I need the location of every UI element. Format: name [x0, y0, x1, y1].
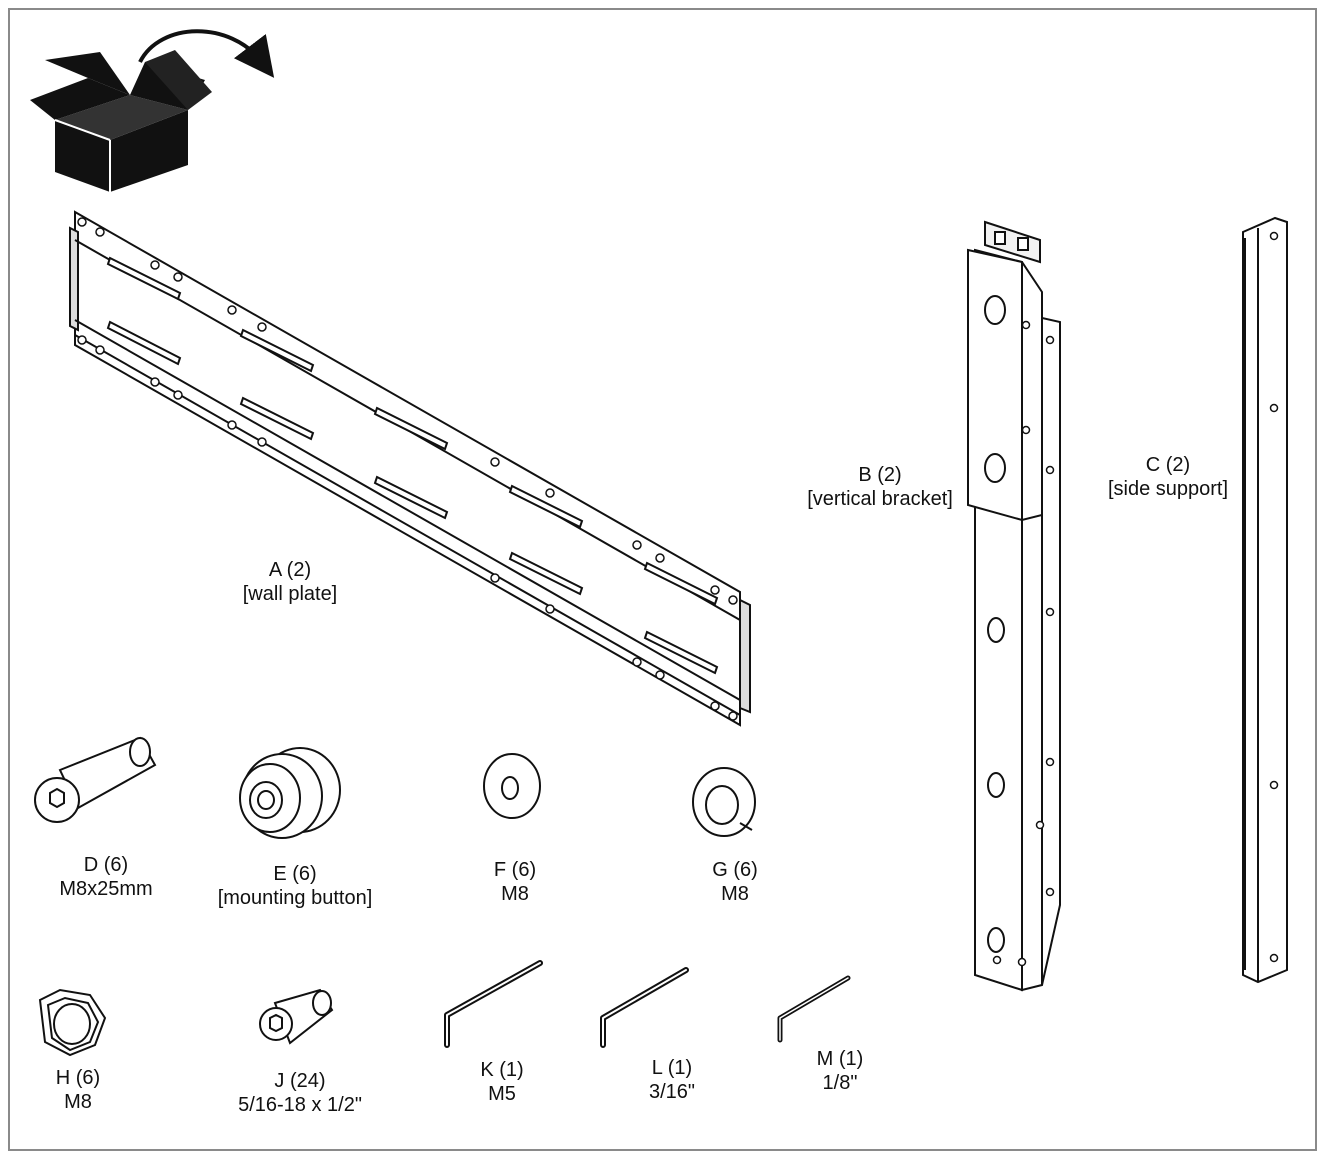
part-name: C (2)	[1145, 454, 1191, 476]
part-name: E (6)	[273, 863, 317, 885]
lock-washer-m8-part	[692, 767, 756, 837]
bolt-5-16-part	[259, 988, 334, 1045]
part-label-d: D (6) M8x25mm	[59, 853, 152, 901]
hex-nut-m8-part	[38, 988, 107, 1057]
part-label-g: G (6) M8	[712, 858, 758, 906]
part-name: H (6)	[55, 1067, 101, 1089]
part-name: J (24)	[274, 1070, 326, 1092]
part-desc: 5/16-18 x 1/2"	[238, 1094, 362, 1116]
part-label-h: H (6) M8	[56, 1066, 100, 1114]
part-desc: [mounting button]	[217, 887, 373, 909]
mounting-button-part	[239, 747, 341, 839]
part-label-m: M (1) 1/8"	[817, 1047, 864, 1095]
part-desc: [wall plate]	[242, 583, 338, 605]
part-label-e: E (6) [mounting button]	[218, 862, 373, 910]
open-box-icon	[30, 50, 212, 192]
part-name: K (1)	[480, 1059, 524, 1081]
part-name: G (6)	[712, 859, 758, 881]
hex-key-m5-part	[444, 960, 543, 1048]
part-label-b: B (2) [vertical bracket]	[807, 463, 953, 511]
part-label-c: C (2) [side support]	[1108, 453, 1228, 501]
vertical-bracket-part	[967, 220, 1061, 992]
part-label-f: F (6) M8	[494, 858, 536, 906]
part-desc: M8	[721, 883, 749, 905]
side-support-part	[1242, 216, 1288, 984]
part-desc: M8x25mm	[59, 878, 153, 900]
part-label-l: L (1) 3/16"	[649, 1056, 695, 1104]
part-desc: 3/16"	[648, 1081, 696, 1103]
part-desc: M5	[488, 1083, 516, 1105]
part-label-k: K (1) M5	[480, 1058, 523, 1106]
part-desc: 1/8"	[822, 1072, 858, 1094]
hex-key-1-8-part	[777, 975, 851, 1043]
wall-plate-part	[69, 210, 751, 727]
part-name: F (6)	[493, 859, 537, 881]
hex-key-3-16-part	[600, 967, 689, 1048]
part-label-a: A (2) [wall plate]	[243, 558, 338, 606]
part-name: A (2)	[268, 559, 312, 581]
part-desc: [vertical bracket]	[807, 488, 953, 510]
part-name: L (1)	[651, 1057, 693, 1079]
part-desc: M8	[501, 883, 529, 905]
washer-m8-part	[483, 753, 541, 819]
part-name: B (2)	[858, 464, 902, 486]
diagram-frame	[8, 8, 1317, 1151]
part-name: D (6)	[83, 854, 129, 876]
part-name: M (1)	[816, 1048, 864, 1070]
turn-arrow-icon	[138, 29, 275, 78]
part-label-j: J (24) 5/16-18 x 1/2"	[238, 1069, 362, 1117]
bolt-m8x25-part	[34, 736, 157, 823]
part-desc: M8	[64, 1091, 92, 1113]
part-desc: [side support]	[1107, 478, 1229, 500]
